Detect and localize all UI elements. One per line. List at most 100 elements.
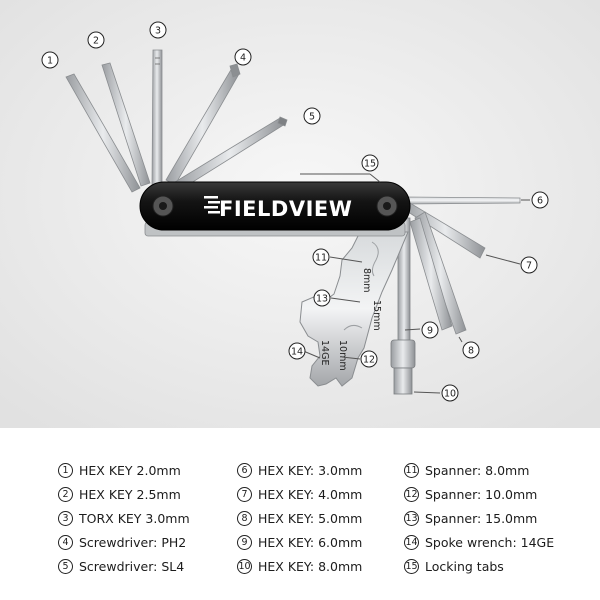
hex-key-3-0 [404,196,521,205]
callout-number: 15 [364,158,376,169]
legend-item: 9 HEX KEY: 6.0mm [237,530,362,554]
callout-9: 9 [421,321,439,339]
spanner-15-engraving: 15mm [371,300,382,331]
callout-number: 8 [468,345,474,356]
callout-circle [312,248,330,266]
callout-number: 7 [526,260,532,271]
legend-number-badge: 12 [404,486,419,502]
callout-1: 1 [41,51,59,69]
legend-number-badge: 11 [404,462,419,478]
brand-logo: FIELDVIEW [219,197,352,221]
callout-number: 2 [93,35,99,46]
callout-number: 3 [155,25,161,36]
legend-number-badge: 9 [237,534,252,550]
callout-10: 10 [441,384,459,402]
legend-number-badge: 8 [237,510,252,526]
callout-6: 6 [531,191,549,209]
legend-number-badge: 13 [404,510,419,526]
callout-circle [421,321,439,339]
legend-label: Spanner: 10.0mm [425,486,538,502]
legend-number-badge: 15 [404,558,419,574]
callout-number: 12 [363,354,375,365]
callout-8: 8 [462,341,480,359]
right-bits [404,196,521,335]
callout-14: 14 [288,342,306,360]
legend-number-badge: 5 [58,558,73,574]
legend-item: 4 Screwdriver: PH2 [58,530,190,554]
callout-circle [313,289,331,307]
callout-circle [462,341,480,359]
legend-item: 11 Spanner: 8.0mm [404,458,554,482]
legend-number-badge: 4 [58,534,73,550]
legend-column-1: 1 HEX KEY 2.0mm 2 HEX KEY 2.5mm 3 TORX KEY … [58,458,190,578]
legend: 1 HEX KEY 2.0mm 2 HEX KEY 2.5mm 3 TORX KEY … [0,428,600,600]
callout-number: 14 [291,346,303,357]
legend-label: HEX KEY: 4.0mm [258,486,363,502]
legend-label: Spoke wrench: 14GE [425,534,555,550]
legend-label: HEX KEY 2.0mm [79,462,181,478]
legend-number-badge: 1 [58,462,73,478]
callout-12: 12 [360,350,378,368]
legend-item: 8 HEX KEY: 5.0mm [237,506,362,530]
legend-item: 13 Spanner: 15.0mm [404,506,554,530]
callout-4: 4 [234,48,252,66]
callout-13: 13 [313,289,331,307]
spanner-plate: 8mm 15mm 10mm 14GE [299,231,409,387]
callout-circle [288,342,306,360]
legend-label: Spanner: 8.0mm [425,462,530,478]
callout-lines [300,173,530,394]
legend-label: Spanner: 15.0mm [425,510,538,526]
callout-11: 11 [312,248,330,266]
tool-body: FIELDVIEW [139,181,411,237]
callout-circle [87,31,105,49]
legend-item: 7 HEX KEY: 4.0mm [237,482,362,506]
callout-circle [41,51,59,69]
spanner-8-engraving: 8mm [361,268,372,293]
legend-column-3: 11 Spanner: 8.0mm 12 Spanner: 10.0mm 13 Spa… [404,458,554,578]
hex-key-2-5 [101,62,151,187]
legend-item: 14 Spoke wrench: 14GE [404,530,554,554]
callout-circle [360,350,378,368]
legend-label: HEX KEY: 3.0mm [258,462,363,478]
callout-7: 7 [520,256,538,274]
legend-number-badge: 6 [237,462,252,478]
callout-number: 9 [427,325,433,336]
legend-label: HEX KEY 2.5mm [79,486,181,502]
callout-2: 2 [87,31,105,49]
callout-circle [149,21,167,39]
legend-item: 12 Spanner: 10.0mm [404,482,554,506]
callout-number: 5 [309,111,315,122]
callout-number: 6 [537,195,543,206]
legend-label: HEX KEY: 6.0mm [258,534,363,550]
left-bits [65,49,288,193]
legend-number-badge: 7 [237,486,252,502]
legend-number-badge: 2 [58,486,73,502]
callout-15: 15 [361,154,379,172]
legend-label: TORX KEY 3.0mm [79,510,190,526]
legend-item: 6 HEX KEY: 3.0mm [237,458,362,482]
callout-circle [361,154,379,172]
legend-label: Screwdriver: PH2 [79,534,187,550]
callout-circle [531,191,549,209]
callout-circle [520,256,538,274]
legend-item: 3 TORX KEY 3.0mm [58,506,190,530]
torx-key-3-0 [151,49,163,187]
callout-circle [303,107,321,125]
legend-number-badge: 14 [404,534,419,550]
hex-key-2-0 [65,73,141,193]
callout-number: 10 [444,388,456,399]
legend-label: HEX KEY: 5.0mm [258,510,363,526]
callout-circle [234,48,252,66]
callout-number: 11 [315,252,327,263]
legend-label: Locking tabs [425,558,504,574]
hex-key-6-0 [409,217,453,331]
legend-number-badge: 3 [58,510,73,526]
spoke-gauge-engraving: 14GE [319,340,330,365]
spanner-10-engraving: 10mm [337,340,348,371]
legend-item: 15 Locking tabs [404,554,554,578]
